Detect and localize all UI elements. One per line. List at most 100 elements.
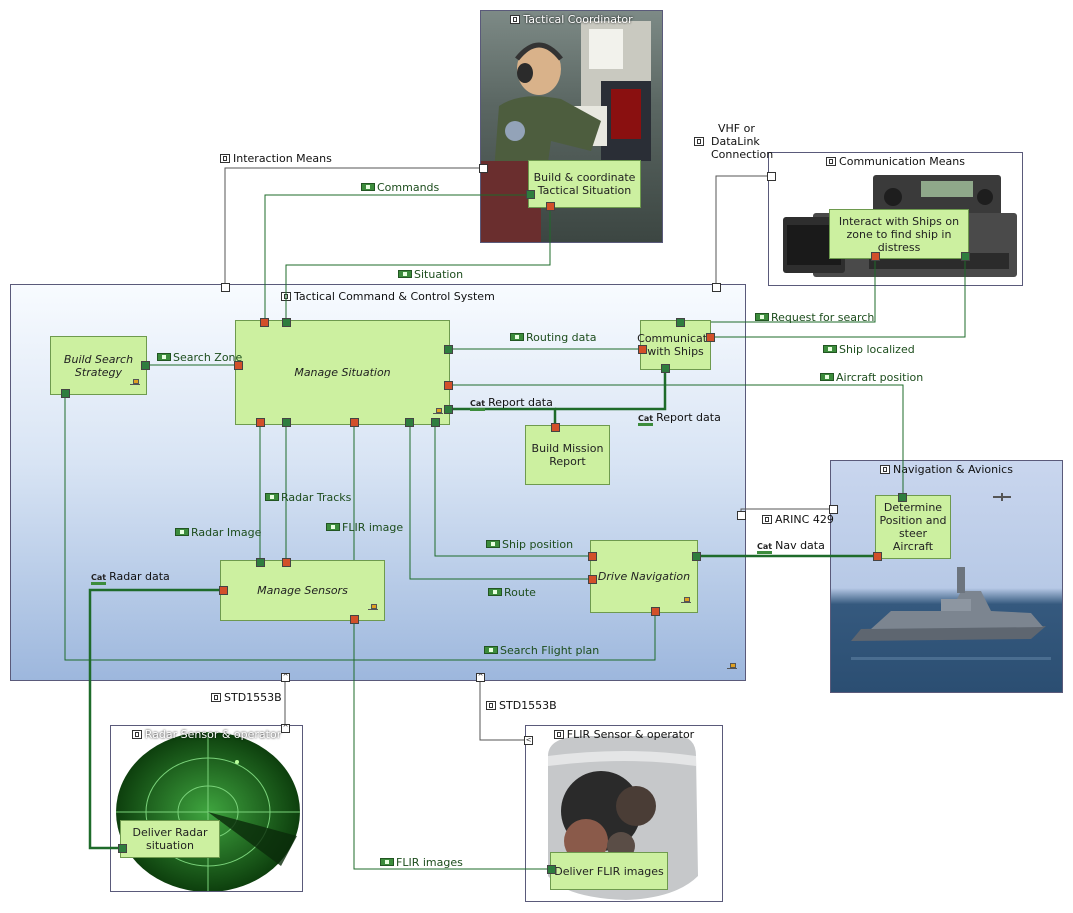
port-in	[588, 575, 597, 584]
port-out	[282, 418, 291, 427]
port-out	[898, 493, 907, 502]
exchange-label: Radar Tracks	[265, 491, 351, 504]
port-out	[405, 418, 414, 427]
functional-exchange-icon	[380, 858, 394, 866]
port-out	[282, 318, 291, 327]
actor-icon	[131, 730, 142, 739]
function-build-search-strategy[interactable]: Build Search Strategy	[50, 336, 147, 395]
port-out	[444, 405, 453, 414]
function-communicate-with-ships[interactable]: Communicate with Ships	[637, 320, 714, 370]
component-exchange-icon	[762, 515, 772, 524]
port-out	[61, 389, 70, 398]
actor-title: FLIR Sensor & operator	[526, 728, 722, 741]
component-exchange-icon	[486, 701, 496, 710]
functional-exchange-icon	[486, 540, 500, 548]
port-square: ^	[281, 724, 290, 733]
exchange-label: STD1553B	[486, 699, 557, 712]
hierarchy-icon	[130, 379, 140, 388]
port-square	[829, 505, 838, 514]
exchange-label: Interaction Means	[220, 152, 332, 165]
exchange-label: Ship localized	[823, 343, 915, 356]
exchange-label: STD1553B	[211, 691, 282, 704]
function-interact-with-ships[interactable]: Interact with Ships on zone to find ship…	[829, 209, 969, 259]
functional-exchange-icon	[326, 523, 340, 531]
port-in	[444, 381, 453, 390]
port-in	[234, 361, 243, 370]
port-in	[350, 615, 359, 624]
port-in	[551, 423, 560, 432]
port-out	[661, 364, 670, 373]
exchange-label: Commands	[361, 181, 439, 194]
exchange-label: ARINC 429	[762, 513, 834, 526]
exchange-label: Routing data	[510, 331, 596, 344]
functional-exchange-icon	[488, 588, 502, 596]
port-out	[547, 865, 556, 874]
exchange-label: Search Flight plan	[484, 644, 599, 657]
function-deliver-radar-situation[interactable]: Deliver Radar situation	[120, 820, 220, 858]
exchange-label: Radar Image	[175, 526, 261, 539]
functional-exchange-icon	[823, 345, 837, 353]
exchange-label: Request for search	[755, 311, 874, 324]
port-in	[256, 418, 265, 427]
component-exchange-icon	[694, 137, 704, 146]
operator-photo	[481, 21, 651, 242]
port-in	[638, 345, 647, 354]
exchange-label: Route	[488, 586, 536, 599]
exchange-label: Aircraft position	[820, 371, 923, 384]
hierarchy-icon	[433, 408, 443, 417]
port-in	[260, 318, 269, 327]
function-manage-sensors[interactable]: Manage Sensors	[220, 560, 385, 621]
port-square	[737, 511, 746, 520]
functional-exchange-icon	[361, 183, 375, 191]
category-icon: Cat	[757, 543, 773, 554]
hierarchy-icon	[368, 604, 378, 613]
actor-title: Tactical Coordinator	[481, 13, 662, 26]
category-icon: Cat	[638, 415, 654, 426]
exchange-label: VHF or DataLink Connection	[694, 122, 773, 161]
actor-title: Tactical Command & Control System	[281, 290, 495, 303]
port-in	[871, 252, 880, 261]
port-out	[141, 361, 150, 370]
functional-exchange-icon	[175, 528, 189, 536]
port-in	[219, 586, 228, 595]
actor-icon	[826, 157, 837, 166]
component-exchange-icon	[211, 693, 221, 702]
function-deliver-flir-images[interactable]: Deliver FLIR images	[550, 852, 668, 890]
port-out	[546, 202, 555, 211]
port-square	[767, 172, 776, 181]
component-icon	[281, 292, 291, 301]
function-build-mission-report[interactable]: Build Mission Report	[525, 425, 610, 485]
function-determine-position[interactable]: Determine Position and steer Aircraft	[875, 495, 951, 559]
function-drive-navigation[interactable]: Drive Navigation	[590, 540, 698, 613]
functional-exchange-icon	[484, 646, 498, 654]
actor-radar-sensor[interactable]: Radar Sensor & operator	[110, 725, 303, 892]
port-square: <	[524, 736, 533, 745]
port-out	[431, 418, 440, 427]
port-in	[651, 607, 660, 616]
component-exchange-icon	[220, 154, 230, 163]
functional-exchange-icon	[755, 313, 769, 321]
exchange-label: FLIR images	[380, 856, 463, 869]
port-out	[692, 552, 701, 561]
port-in	[873, 552, 882, 561]
port-square	[221, 283, 230, 292]
port-square: ^	[476, 673, 485, 682]
port-square	[479, 164, 488, 173]
function-manage-situation[interactable]: Manage Situation	[235, 320, 450, 425]
actor-icon	[510, 15, 521, 24]
exchange-label: FLIR image	[326, 521, 403, 534]
actor-icon	[553, 730, 564, 739]
radar-screen	[116, 732, 300, 891]
port-out	[676, 318, 685, 327]
port-out	[961, 252, 970, 261]
actor-tactical-coordinator[interactable]: Tactical Coordinator	[480, 10, 663, 243]
function-build-coordinate-tactical-situation[interactable]: Build & coordinate Tactical Situation	[528, 160, 641, 208]
port-in	[706, 333, 715, 342]
exchange-label: Ship position	[486, 538, 573, 551]
conn-vhf-datalink	[715, 175, 771, 287]
actor-title: Navigation & Avionics	[831, 463, 1062, 476]
